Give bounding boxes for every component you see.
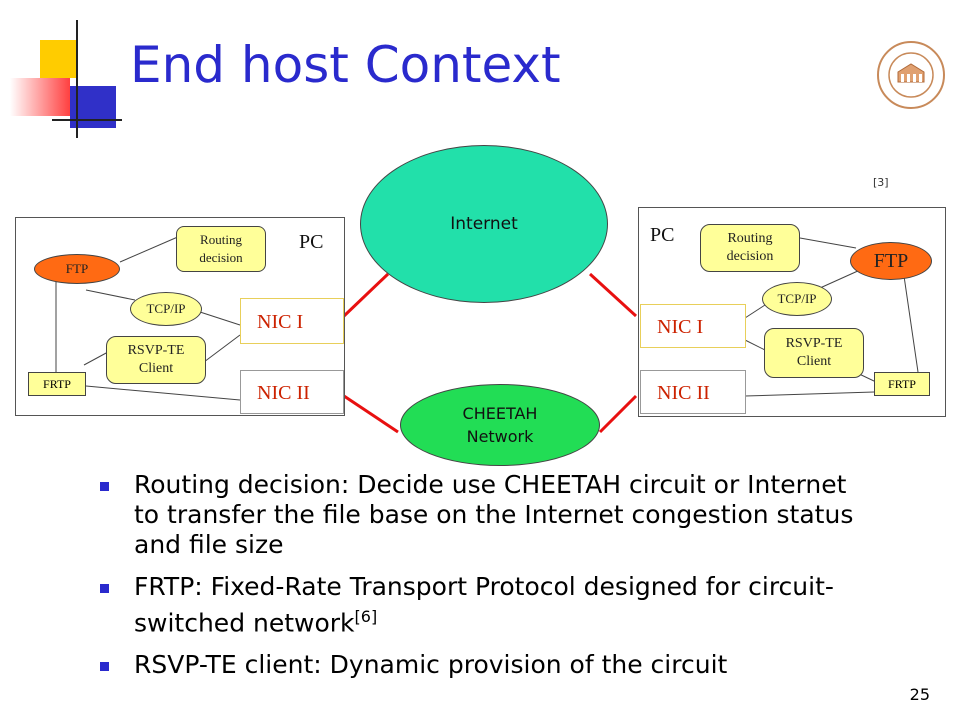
left-ftp: FTP [34, 254, 120, 284]
network-links [342, 272, 638, 434]
right-pc-label: PC [650, 224, 675, 246]
citation-superscript: [6] [354, 607, 378, 626]
left-nic-2: NIC II [240, 370, 344, 414]
cheetah-network: CHEETAH Network [400, 384, 600, 466]
right-routing-decision: Routing decision [700, 224, 800, 272]
cheetah-label-line1: CHEETAH [462, 404, 538, 423]
left-rsvp-te-client: RSVP-TE Client [106, 336, 206, 384]
bullet-marker [100, 662, 109, 672]
bullet-item: RSVP-TE client: Dynamic provision of the… [100, 650, 860, 680]
right-ftp: FTP [850, 242, 932, 280]
bullet-list: Routing decision: Decide use CHEETAH cir… [100, 470, 860, 692]
right-frtp: FRTP [874, 372, 930, 396]
left-tcpip: TCP/IP [130, 292, 202, 326]
right-pc-connectors [744, 237, 919, 397]
right-nic-1: NIC I [640, 304, 746, 348]
left-pc-label: PC [299, 231, 324, 253]
right-tcpip: TCP/IP [762, 282, 832, 316]
left-pc-connectors [55, 235, 241, 401]
bullet-marker [100, 584, 109, 593]
internet-label: Internet [450, 214, 518, 234]
left-frtp: FRTP [28, 372, 86, 396]
cheetah-label-line2: Network [466, 427, 534, 446]
corner-decoration [0, 0, 130, 145]
university-logo [876, 40, 946, 110]
bullet-item: Routing decision: Decide use CHEETAH cir… [100, 470, 860, 560]
page-number: 25 [909, 685, 930, 704]
left-routing-decision: Routing decision [176, 226, 266, 272]
bullet-marker [100, 482, 109, 491]
bullet-item: FRTP: Fixed-Rate Transport Protocol desi… [100, 572, 860, 638]
right-nic-2: NIC II [640, 370, 746, 414]
right-rsvp-te-client: RSVP-TE Client [764, 328, 864, 378]
internet-cloud: Internet [360, 145, 608, 303]
reference-citation: [3] [873, 176, 889, 189]
page-title: End host Context [130, 36, 561, 94]
left-nic-1: NIC I [240, 298, 344, 344]
